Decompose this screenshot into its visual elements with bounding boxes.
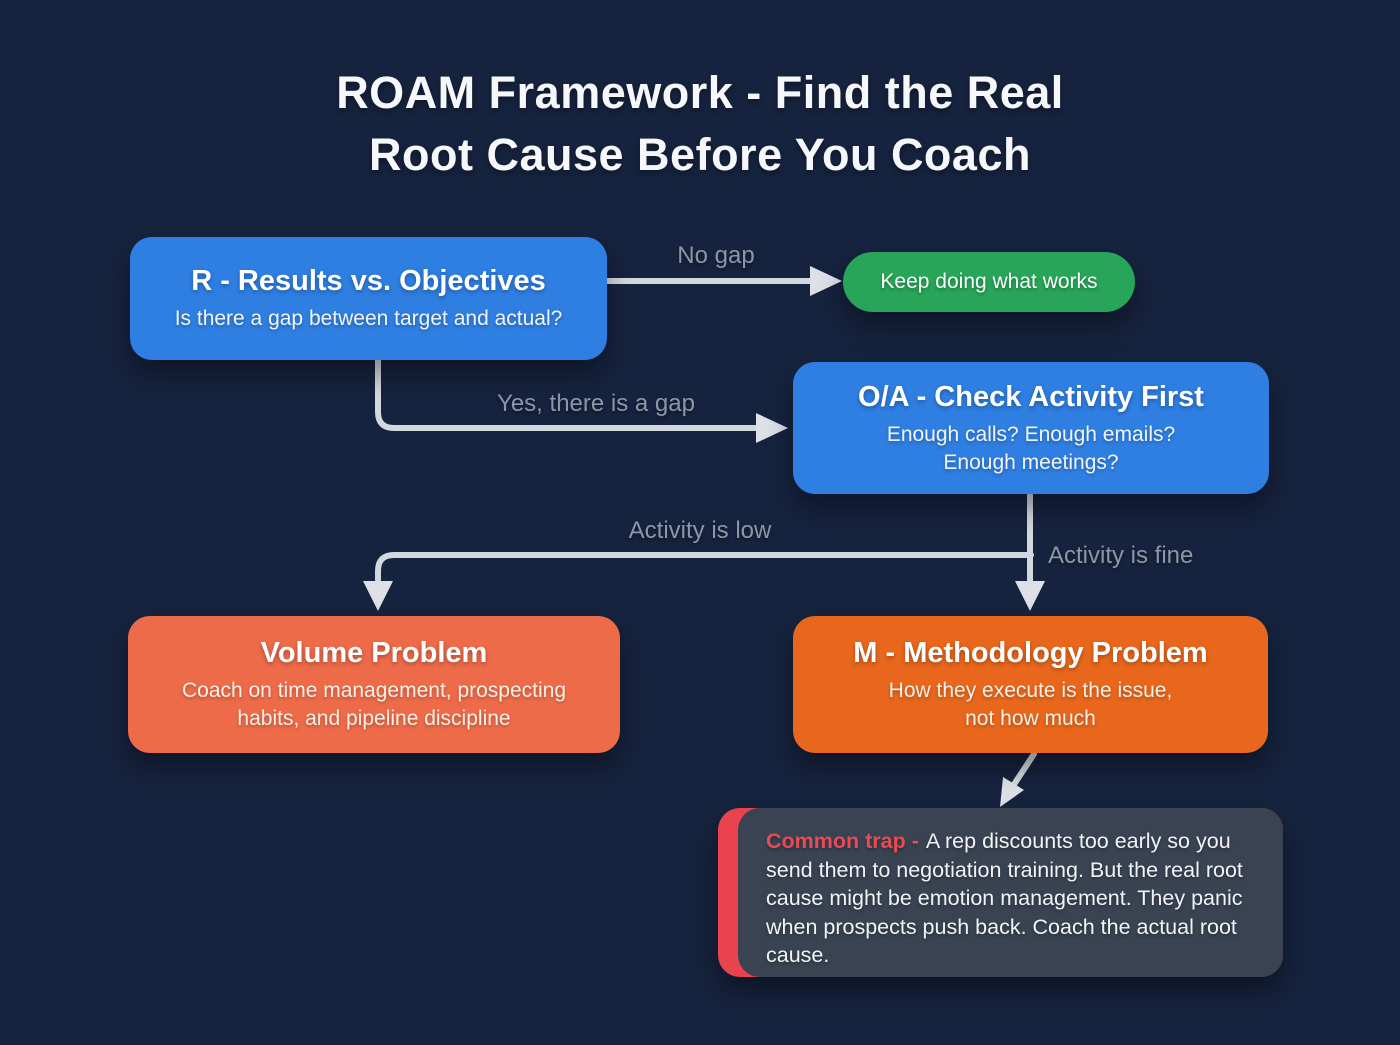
arrowhead-down-icon: [1015, 581, 1045, 611]
subtitle-line-2: not how much: [965, 707, 1096, 730]
node-keep-doing-what-works: Keep doing what works: [843, 252, 1135, 312]
node-subtitle: Is there a gap between target and actual…: [174, 307, 563, 330]
edge-label-yes-gap: Yes, there is a gap: [497, 390, 695, 417]
node-title: Volume Problem: [260, 637, 488, 669]
node-title: O/A - Check Activity First: [858, 380, 1204, 413]
node-subtitle: Coach on time management, prospecting ha…: [182, 677, 566, 733]
trap-label: Common trap -: [766, 829, 919, 853]
arrowhead-right-icon: [810, 266, 842, 296]
subtitle-line-2: Enough meetings?: [943, 450, 1119, 474]
node-subtitle: Enough calls? Enough emails? Enough meet…: [887, 421, 1175, 477]
connector-yes-gap: [375, 357, 788, 443]
node-common-trap: Common trap -A rep discounts too early s…: [718, 808, 1283, 977]
subtitle-line-2: habits, and pipeline discipline: [237, 707, 511, 730]
connector-activity-low: [363, 552, 1034, 611]
trap-card: Common trap -A rep discounts too early s…: [738, 808, 1283, 977]
node-check-activity-first: O/A - Check Activity First Enough calls?…: [793, 362, 1269, 494]
arrowhead-down-icon: [363, 581, 393, 611]
connector-activity-fine: [1015, 492, 1045, 611]
node-label: Keep doing what works: [880, 270, 1098, 293]
subtitle-line-1: How they execute is the issue,: [888, 679, 1173, 702]
node-methodology-problem: M - Methodology Problem How they execute…: [793, 616, 1268, 753]
node-title: R - Results vs. Objectives: [191, 265, 546, 297]
subtitle-line-1: Enough calls? Enough emails?: [886, 422, 1176, 446]
node-subtitle: How they execute is the issue, not how m…: [889, 677, 1173, 733]
trap-text: A rep discounts too early so you send th…: [766, 829, 1243, 967]
edge-label-no-gap: No gap: [677, 242, 755, 269]
edge-label-activity-low: Activity is low: [628, 517, 772, 544]
connector-trap: [1000, 751, 1037, 807]
title-line-1: ROAM Framework - Find the Real: [336, 67, 1064, 118]
node-volume-problem: Volume Problem Coach on time management,…: [128, 616, 620, 753]
connector-no-gap: [604, 266, 842, 296]
title-line-2: Root Cause Before You Coach: [369, 129, 1031, 180]
node-results-vs-objectives: R - Results vs. Objectives Is there a ga…: [130, 237, 607, 360]
arrowhead-down-left-icon: [1000, 777, 1024, 807]
node-title: M - Methodology Problem: [853, 637, 1208, 669]
arrowhead-right-icon: [756, 413, 788, 443]
edge-label-activity-fine: Activity is fine: [1048, 542, 1194, 569]
subtitle-line-1: Coach on time management, prospecting: [181, 679, 567, 702]
